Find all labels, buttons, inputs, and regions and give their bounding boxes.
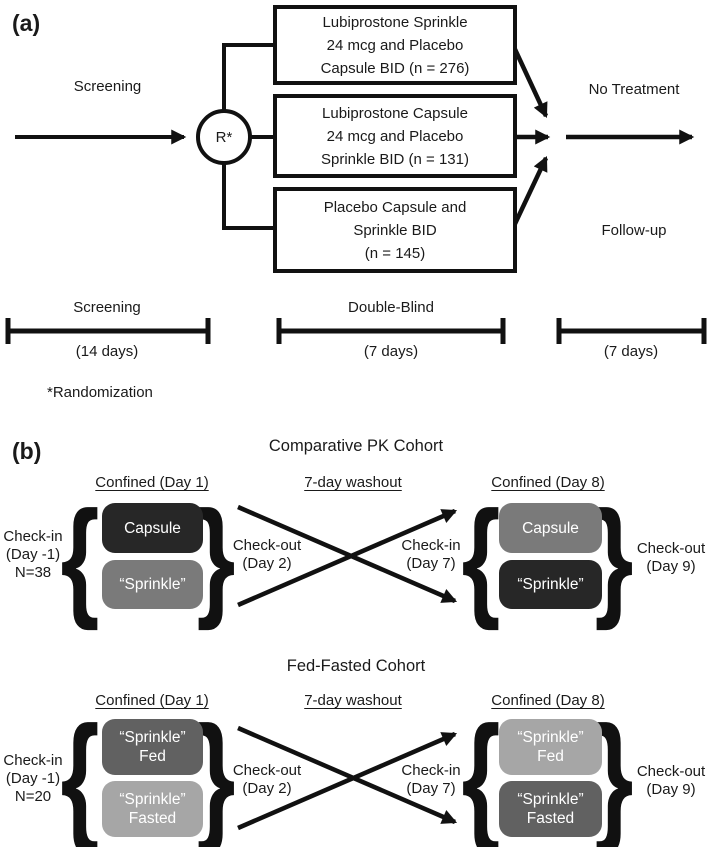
crossover-arrow-down-c1 bbox=[237, 504, 458, 604]
checkout-line: (Day 9) bbox=[646, 558, 696, 575]
no-treatment-label: No Treatment bbox=[588, 81, 680, 98]
checkout-line: (Day 9) bbox=[646, 781, 696, 798]
panel-a-label: (a) bbox=[12, 10, 41, 36]
randomization-footnote: *Randomization bbox=[47, 384, 153, 401]
arm-line: Sprinkle BID bbox=[353, 221, 437, 239]
brace-close-left-c1: } bbox=[196, 483, 236, 632]
arm-line: 24 mcg and Placebo bbox=[326, 36, 464, 54]
checkout-mid-c2: Check-out (Day 2) bbox=[226, 762, 308, 798]
crossover-arrow-up-c2 bbox=[237, 731, 458, 831]
crossover-arrow-down-c2 bbox=[237, 725, 458, 825]
checkin-line: (Day 7) bbox=[406, 780, 456, 797]
checkout-end-c1: Check-out (Day 9) bbox=[630, 540, 712, 576]
checkin-line: (Day -1) bbox=[5, 546, 61, 563]
checkout-mid-c1: Check-out (Day 2) bbox=[226, 537, 308, 573]
header-confined-day1-c2: Confined (Day 1) bbox=[95, 692, 209, 709]
timeline-label-screening: Screening bbox=[73, 299, 141, 316]
checkout-line: Check-out bbox=[232, 762, 302, 779]
arm-line: Lubiprostone Capsule bbox=[322, 104, 468, 122]
treatment-label: Fed bbox=[537, 748, 564, 765]
treatment-box-capsule-day1: Capsule bbox=[102, 503, 203, 553]
brace-open-left-c1: { bbox=[60, 483, 100, 632]
checkout-line: Check-out bbox=[636, 763, 706, 780]
treatment-label: “Sprinkle” bbox=[517, 729, 584, 746]
arm-line: 24 mcg and Placebo bbox=[326, 127, 464, 145]
treatment-box-fasted-day8: “Sprinkle” Fasted bbox=[499, 781, 602, 837]
arm-box-placebo: Placebo Capsule and Sprinkle BID (n = 14… bbox=[273, 187, 517, 273]
checkout-line: Check-out bbox=[636, 540, 706, 557]
checkin-line: (Day -1) bbox=[5, 770, 61, 787]
treatment-box-sprinkle-day1: “Sprinkle” bbox=[102, 560, 203, 609]
timeline-label-double-blind: Double-Blind bbox=[348, 299, 434, 316]
header-washout-c2: 7-day washout bbox=[304, 692, 402, 709]
crossover-arrow-up-c1 bbox=[237, 508, 458, 608]
arm-box-capsule: Lubiprostone Capsule 24 mcg and Placebo … bbox=[273, 94, 517, 178]
panel-b-label: (b) bbox=[12, 438, 42, 464]
arm-line: Capsule BID (n = 276) bbox=[320, 59, 470, 77]
brace-close-left-c2: } bbox=[196, 696, 236, 847]
brace-open-left-c2: { bbox=[60, 696, 100, 847]
treatment-label: “Sprinkle” bbox=[119, 791, 186, 808]
treatment-label: Capsule bbox=[124, 519, 181, 537]
converge-arrow-top bbox=[510, 44, 549, 119]
treatment-label: “Sprinkle” bbox=[517, 576, 584, 593]
checkin-start-c2: Check-in (Day -1) N=20 bbox=[0, 752, 66, 806]
header-confined-day1-c1: Confined (Day 1) bbox=[95, 474, 209, 491]
checkin-line: N=20 bbox=[14, 788, 52, 805]
treatment-label: Capsule bbox=[522, 519, 579, 537]
timeline-duration-double-blind: (7 days) bbox=[363, 343, 419, 360]
arm-line: Placebo Capsule and bbox=[323, 198, 467, 216]
converge-arrow-bottom bbox=[510, 155, 549, 229]
arm-box-sprinkle: Lubiprostone Sprinkle 24 mcg and Placebo… bbox=[273, 5, 517, 85]
treatment-box-fasted-day1: “Sprinkle” Fasted bbox=[102, 781, 203, 837]
header-confined-day8-c2: Confined (Day 8) bbox=[491, 692, 605, 709]
follow-up-label: Follow-up bbox=[601, 222, 667, 239]
checkin-line: N=38 bbox=[14, 564, 52, 581]
cohort-title-fed-fasted: Fed-Fasted Cohort bbox=[286, 657, 426, 675]
branch-line-bottom bbox=[222, 163, 273, 230]
cohort-title-pk: Comparative PK Cohort bbox=[268, 437, 444, 455]
checkout-end-c2: Check-out (Day 9) bbox=[630, 763, 712, 799]
checkin-line: Check-in bbox=[401, 537, 461, 554]
branch-line-top bbox=[222, 43, 273, 111]
treatment-box-sprinkle-day8: “Sprinkle” bbox=[499, 560, 602, 609]
timeline-duration-followup: (7 days) bbox=[603, 343, 659, 360]
treatment-box-fed-day8: “Sprinkle” Fed bbox=[499, 719, 602, 775]
header-confined-day8-c1: Confined (Day 8) bbox=[491, 474, 605, 491]
treatment-label: “Sprinkle” bbox=[517, 791, 584, 808]
checkout-line: (Day 2) bbox=[242, 780, 292, 797]
checkin-mid-c2: Check-in (Day 7) bbox=[394, 762, 468, 798]
checkin-line: (Day 7) bbox=[406, 555, 456, 572]
checkin-line: Check-in bbox=[3, 752, 63, 769]
arm-line: (n = 145) bbox=[364, 244, 426, 262]
treatment-box-fed-day1: “Sprinkle” Fed bbox=[102, 719, 203, 775]
checkin-start-c1: Check-in (Day -1) N=38 bbox=[0, 528, 66, 582]
brace-open-right-c2: { bbox=[461, 696, 501, 847]
brace-open-right-c1: { bbox=[461, 483, 501, 632]
checkout-line: Check-out bbox=[232, 537, 302, 554]
arm-line: Lubiprostone Sprinkle bbox=[322, 13, 468, 31]
checkin-mid-c1: Check-in (Day 7) bbox=[394, 537, 468, 573]
randomization-symbol: R* bbox=[215, 129, 233, 146]
treatment-label: Fasted bbox=[526, 810, 575, 827]
treatment-label: “Sprinkle” bbox=[119, 729, 186, 746]
treatment-label: Fed bbox=[139, 748, 166, 765]
checkin-line: Check-in bbox=[3, 528, 63, 545]
treatment-box-capsule-day8: Capsule bbox=[499, 503, 602, 553]
checkout-line: (Day 2) bbox=[242, 555, 292, 572]
treatment-label: Fasted bbox=[128, 810, 177, 827]
header-washout-c1: 7-day washout bbox=[304, 474, 402, 491]
checkin-line: Check-in bbox=[401, 762, 461, 779]
timeline-duration-screening: (14 days) bbox=[75, 343, 139, 360]
brace-close-right-c1: } bbox=[594, 483, 634, 632]
arm-line: Sprinkle BID (n = 131) bbox=[321, 150, 469, 168]
treatment-label: “Sprinkle” bbox=[119, 576, 186, 593]
screening-label: Screening bbox=[73, 78, 142, 95]
